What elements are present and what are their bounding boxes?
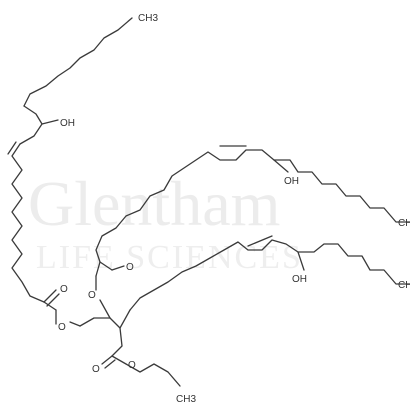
label-o-carbonyl-1: O xyxy=(60,284,68,295)
chain-1-tail xyxy=(23,17,133,107)
core-ester xyxy=(111,327,181,387)
chain-2-ester-o xyxy=(95,261,101,277)
core-backbone xyxy=(79,309,131,329)
chain-3-oh-bond xyxy=(297,251,305,271)
watermark-life-sciences: LIFE SCIENCES xyxy=(36,239,303,276)
label-ch3-right-1: CH xyxy=(398,218,410,229)
label-ch3-right-2: CH xyxy=(398,280,410,291)
core-o2 xyxy=(99,299,111,319)
watermark-glentham: Glentham xyxy=(28,168,280,239)
chain-1-carbonyl-b xyxy=(46,293,60,307)
chain-1-oh-bond xyxy=(41,119,59,125)
label-oh-1: OH xyxy=(60,118,75,129)
chain-2-carbonyl xyxy=(111,265,125,271)
chain-1-cis-double xyxy=(7,141,17,155)
chain-1-ester-c xyxy=(43,301,57,311)
chain-2-oh-bond xyxy=(273,159,289,173)
label-oh-3: OH xyxy=(292,274,307,285)
core-o1 xyxy=(69,321,81,327)
chain-1-upper xyxy=(19,105,43,145)
label-ch3-bottom: CH3 xyxy=(176,394,196,403)
chain-1-carbonyl-a xyxy=(43,289,57,303)
label-o-ester-3: O xyxy=(128,360,136,371)
label-o-carbonyl-3: O xyxy=(92,364,100,375)
label-ch3-top: CH3 xyxy=(138,13,158,24)
chain-1-mid xyxy=(11,143,45,303)
label-oh-2: OH xyxy=(284,176,299,187)
chain-2 xyxy=(95,149,410,271)
core-carbonyl-b xyxy=(104,359,116,369)
chain-3-cis-double xyxy=(247,235,273,247)
label-o-carbonyl-2: O xyxy=(126,262,134,273)
core-carbonyl-a xyxy=(101,355,113,365)
label-o-ester-1: O xyxy=(88,290,96,301)
label-o-ester-2: O xyxy=(58,322,66,333)
chain-3 xyxy=(129,239,410,311)
